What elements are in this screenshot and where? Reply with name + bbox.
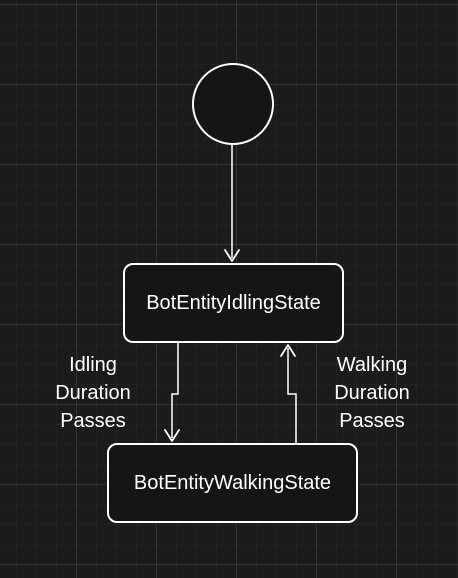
- walk-to-idle-line[interactable]: [287, 348, 297, 443]
- state-idling[interactable]: BotEntityIdlingState: [123, 263, 344, 343]
- state-walking-label: BotEntityWalkingState: [133, 471, 332, 494]
- label-line: Duration: [55, 382, 131, 404]
- state-walking[interactable]: BotEntityWalkingState: [107, 443, 358, 523]
- label-line: Passes: [60, 410, 126, 432]
- walk-to-idle-label: Walking Duration Passes: [317, 351, 427, 435]
- walk-to-idle-arrowhead-icon: [280, 344, 296, 357]
- label-line: Duration: [334, 382, 410, 404]
- idle-to-walk-label: Idling Duration Passes: [38, 351, 148, 435]
- idle-to-walk-arrowhead-icon: [164, 429, 180, 442]
- initial-state-node[interactable]: [192, 63, 274, 145]
- idle-to-walk-line[interactable]: [171, 343, 179, 438]
- state-idling-label: BotEntityIdlingState: [146, 291, 321, 314]
- initial-arrowhead-icon: [224, 249, 240, 262]
- label-line: Passes: [339, 410, 405, 432]
- label-line: Walking: [336, 354, 408, 376]
- label-line: Idling: [69, 354, 117, 376]
